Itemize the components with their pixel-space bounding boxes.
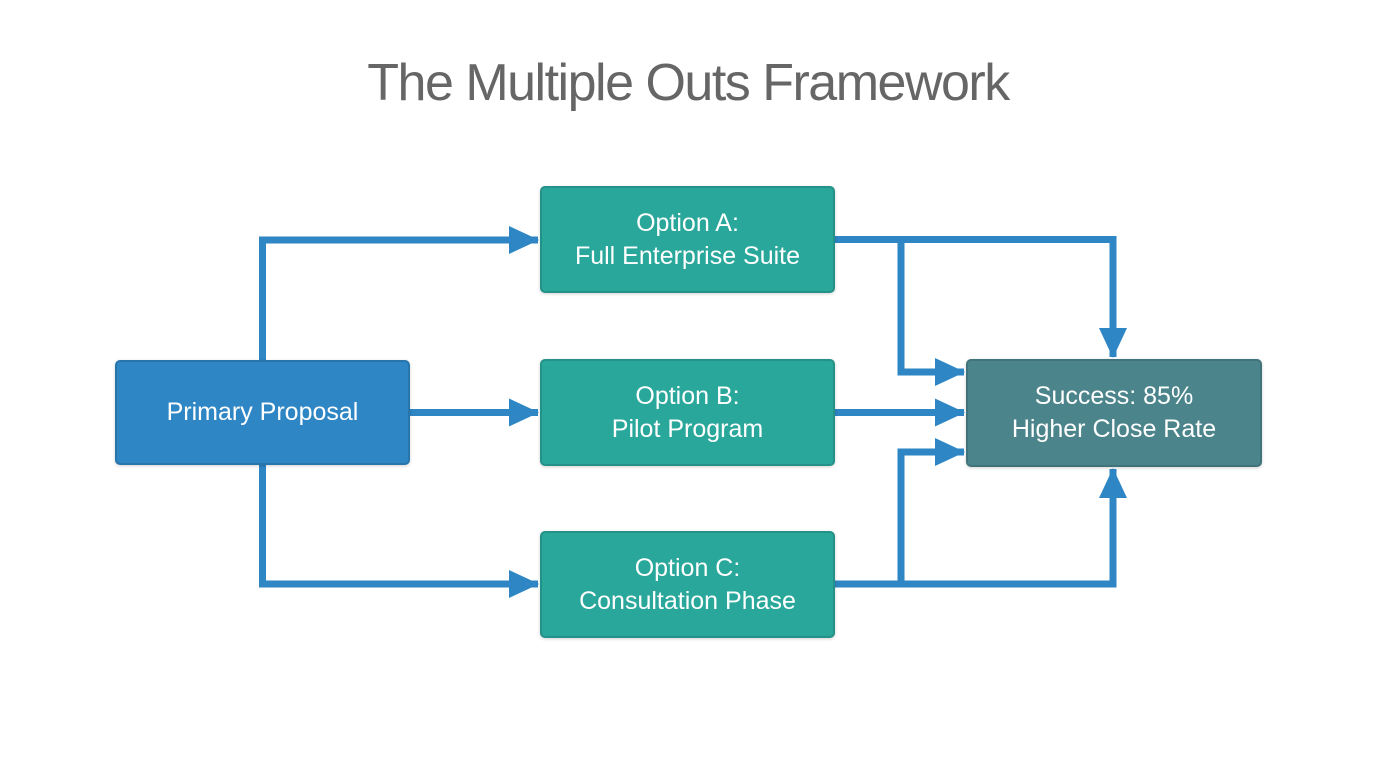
edge-option-c-to-success-bottom: [835, 468, 1127, 588]
node-label-line: Option C:: [634, 553, 741, 582]
edge-primary-to-option-a: [259, 226, 539, 360]
slide-title: The Multiple Outs Framework: [367, 54, 1010, 112]
edge-option-a-to-success-top: [835, 236, 1127, 358]
edge-primary-to-option-c: [259, 465, 539, 598]
node-label-line: Primary Proposal: [166, 398, 359, 426]
node-option-c: Option C: Consultation Phase: [540, 531, 835, 638]
edge-option-c-to-success-left: [897, 438, 965, 584]
node-success: Success: 85% Higher Close Rate: [966, 359, 1262, 467]
node-option-a: Option A: Full Enterprise Suite: [540, 186, 835, 293]
node-label-line: Option B:: [635, 381, 740, 410]
node-primary-proposal: Primary Proposal: [115, 360, 410, 465]
node-option-b: Option B: Pilot Program: [540, 359, 835, 466]
node-label-line: Success: 85%: [1034, 382, 1194, 410]
node-label-line: Pilot Program: [611, 414, 764, 443]
edge-option-a-to-success-left: [897, 239, 965, 386]
node-label-line: Higher Close Rate: [1011, 415, 1217, 443]
node-label-line: Option A:: [636, 208, 739, 237]
node-label-line: Full Enterprise Suite: [574, 241, 801, 270]
node-label-line: Consultation Phase: [579, 586, 796, 615]
